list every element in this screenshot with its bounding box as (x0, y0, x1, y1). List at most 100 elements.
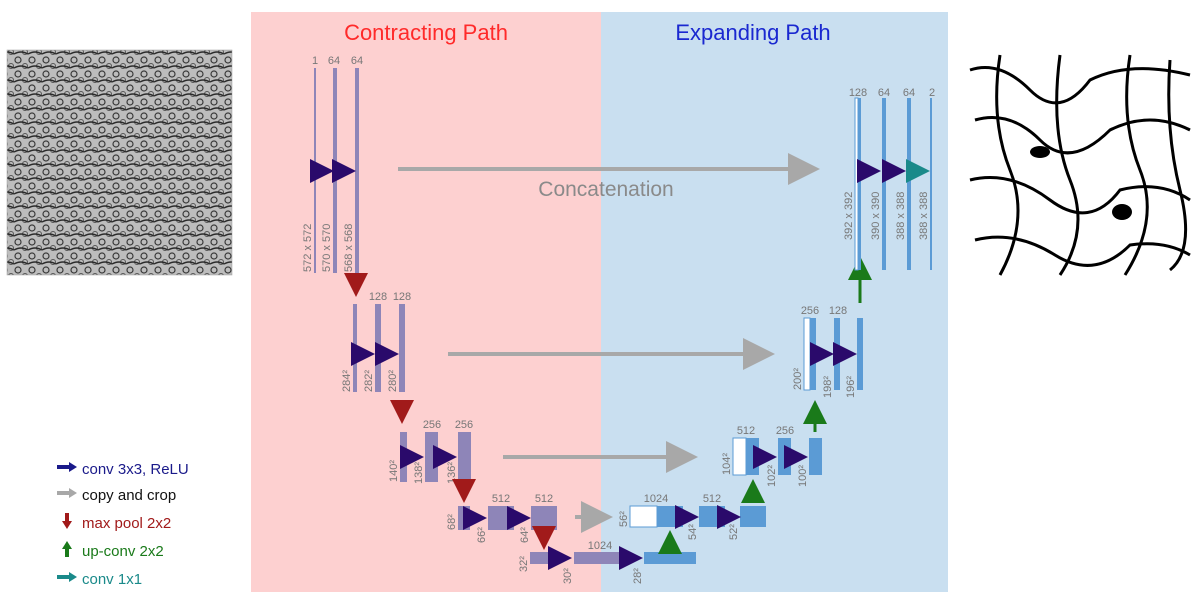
channel-label: 128 (829, 305, 847, 317)
copied-feature-block (629, 505, 658, 528)
size-label: 32² (518, 556, 530, 572)
channel-label: 512 (535, 493, 553, 505)
feature-map-block (834, 318, 840, 390)
copy-arrow-icon (57, 488, 77, 498)
feature-map-block (458, 432, 471, 482)
feature-map-block (488, 506, 514, 530)
size-label: 388 x 388 (895, 192, 907, 240)
channel-label: 512 (737, 425, 755, 437)
legend-conv1x1-label: conv 1x1 (82, 571, 143, 588)
copied-feature-block (803, 317, 811, 391)
size-label: 568 x 568 (343, 224, 355, 272)
feature-map-block (399, 304, 405, 392)
size-label: 196² (845, 376, 857, 398)
legend-copy-label: copy and crop (82, 487, 177, 504)
decoder-level-2: 256 128 200² 198² 196² (792, 305, 863, 398)
channel-label: 256 (455, 419, 473, 431)
conv-arrow-icon (57, 462, 77, 472)
bottleneck-level-5: 1024 32² 30² 28² (518, 540, 696, 584)
channel-label: 64 (903, 87, 915, 99)
encoder-level-1: 1 64 64 572 x 572 570 x 570 568 x 568 (302, 55, 363, 273)
feature-map-block (333, 68, 337, 273)
channel-label: 1024 (588, 540, 612, 552)
size-label: 66² (476, 527, 488, 543)
channel-label: 1 (312, 55, 318, 67)
encoder-level-4: 512 512 68² 66² 64² (446, 493, 557, 543)
channel-label: 256 (801, 305, 819, 317)
size-label: 572 x 572 (302, 224, 314, 272)
legend-pool-label: max pool 2x2 (82, 515, 172, 532)
feature-map-block (809, 438, 822, 475)
size-label: 52² (728, 524, 740, 540)
size-label: 390 x 390 (870, 192, 882, 240)
channel-label: 512 (703, 493, 721, 505)
channel-label: 256 (776, 425, 794, 437)
feature-map-block (458, 506, 470, 530)
size-label: 200² (792, 368, 804, 390)
size-label: 388 x 388 (918, 192, 930, 240)
upconv-arrow-icon (62, 541, 72, 557)
channel-label: 128 (369, 291, 387, 303)
copied-feature-block (854, 97, 859, 271)
feature-map-block (314, 68, 316, 273)
size-label: 570 x 570 (321, 224, 333, 272)
channel-label: 1024 (644, 493, 668, 505)
size-label: 54² (687, 524, 699, 540)
size-label: 392 x 392 (843, 192, 855, 240)
channel-label: 128 (393, 291, 411, 303)
channel-label: 512 (492, 493, 510, 505)
feature-map-block (746, 438, 759, 475)
feature-map-block (530, 552, 555, 564)
size-label: 138² (413, 462, 425, 484)
decoder-level-1: 128 64 64 2 392 x 392 390 x 390 388 x 38… (843, 87, 935, 271)
feature-map-block (644, 552, 696, 564)
feature-map-block (375, 304, 381, 392)
segmentation-output-map (967, 53, 1192, 278)
feature-map-block (657, 506, 683, 527)
size-label: 102² (766, 465, 778, 487)
size-label: 136² (446, 462, 458, 484)
feature-map-block (355, 68, 359, 273)
feature-map-block (930, 98, 932, 270)
size-label: 104² (721, 453, 733, 475)
channel-label: 256 (423, 419, 441, 431)
size-label: 64² (519, 527, 531, 543)
size-label: 28² (632, 568, 644, 584)
size-label: 198² (822, 376, 834, 398)
feature-map-block (740, 506, 766, 527)
size-label: 100² (797, 465, 809, 487)
size-label: 30² (562, 568, 574, 584)
size-label: 284² (341, 370, 353, 392)
decoder-level-3: 512 256 104² 102² 100² (721, 425, 822, 487)
size-label: 140² (388, 460, 400, 482)
channel-label: 128 (849, 87, 867, 99)
feature-map-block (907, 98, 911, 270)
feature-map-block (574, 552, 626, 564)
channel-label: 64 (351, 55, 363, 67)
size-label: 280² (387, 370, 399, 392)
decoder-level-4: 1024 512 56² 54² 52² (618, 493, 766, 540)
size-label: 56² (618, 511, 630, 527)
feature-map-block (699, 506, 725, 527)
copied-feature-block (732, 437, 747, 476)
feature-map-block (858, 98, 861, 270)
conv1x1-arrow-icon (57, 572, 77, 582)
feature-map-block (857, 318, 863, 390)
contracting-path-panel (251, 12, 601, 592)
feature-map-block (531, 506, 557, 530)
legend-conv-label: conv 3x3, ReLU (82, 461, 189, 478)
contracting-path-title: Contracting Path (344, 20, 508, 45)
feature-map-block (400, 432, 407, 482)
feature-map-block (353, 304, 357, 392)
channel-label: 64 (328, 55, 340, 67)
electron-microscopy-input-image (6, 49, 233, 276)
expanding-path-title: Expanding Path (675, 20, 830, 45)
concatenation-label: Concatenation (538, 178, 673, 201)
pool-arrow-icon (62, 513, 72, 529)
size-label: 282² (363, 370, 375, 392)
channel-label: 64 (878, 87, 890, 99)
encoder-level-3: 256 256 140² 138² 136² (388, 419, 473, 484)
encoder-level-2: 128 128 284² 282² 280² (341, 291, 411, 392)
size-label: 68² (446, 514, 458, 530)
